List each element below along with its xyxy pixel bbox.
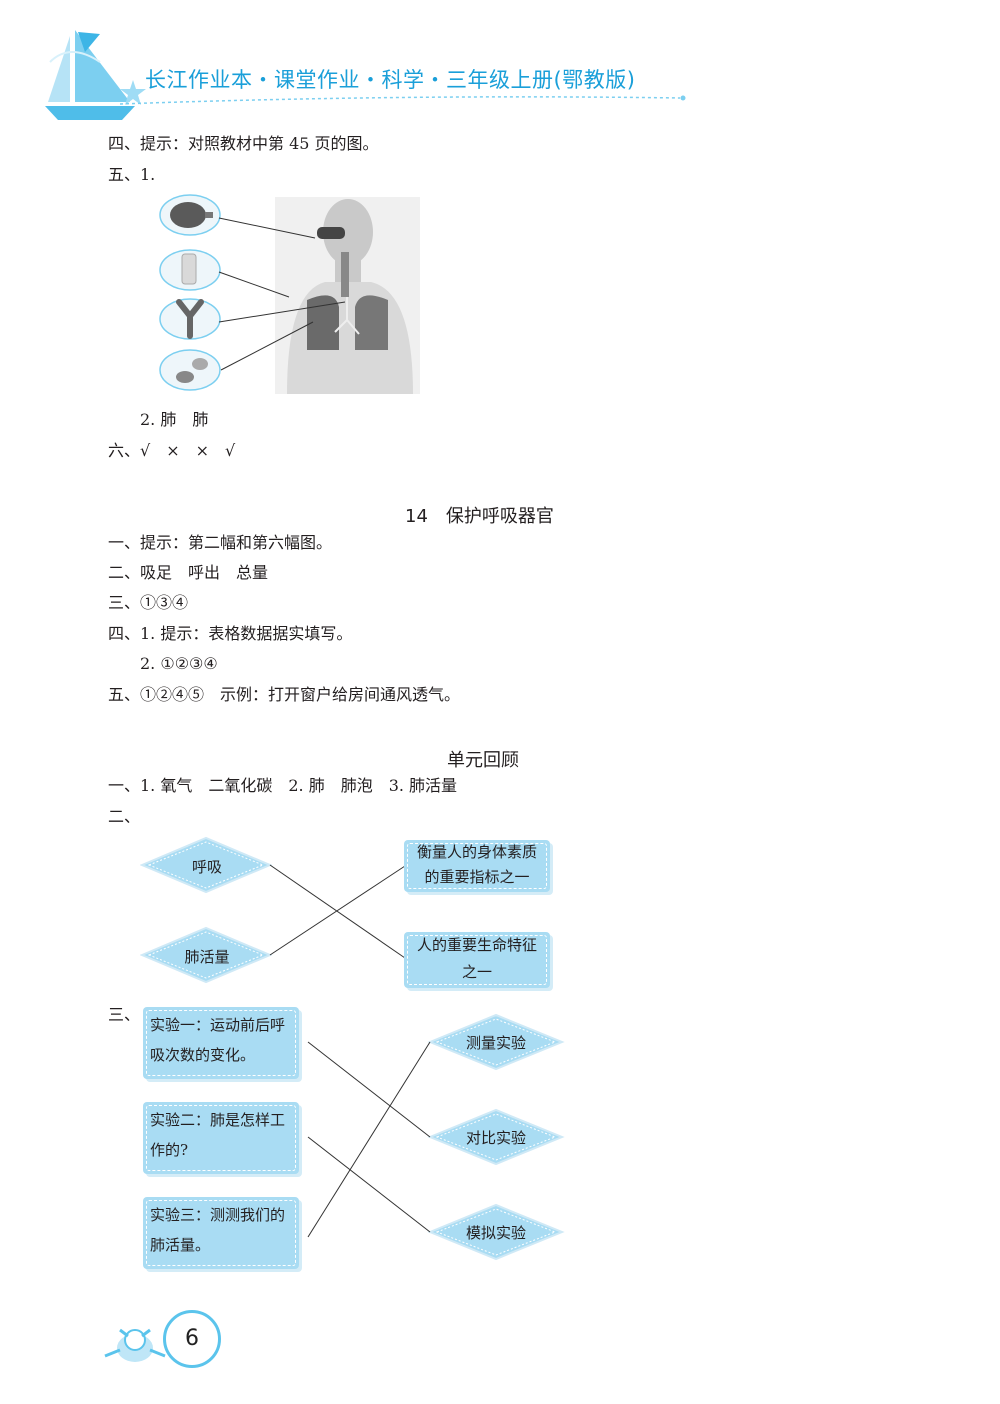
prev-q4: 四、提示：对照教材中第 45 页的图。 [108, 134, 379, 153]
diamond-measurement [427, 1013, 565, 1071]
q3-matching-diagram [307, 1013, 565, 1261]
review-title: 单元回顾 [447, 750, 519, 771]
q2-matching-diagram [140, 836, 406, 984]
lesson14-q4-2: 2. ①②③④ [140, 654, 218, 673]
review-q3-label: 三、 [108, 1005, 141, 1024]
q2-left-1: 肺活量 [184, 948, 230, 966]
q2-right-box-1: 人的重要生命特征之一 [404, 932, 550, 988]
q3-left-box-0: 实验一：运动前后呼吸次数的变化。 [143, 1007, 299, 1079]
sailboat-icon [45, 30, 135, 120]
y-tube-icon [159, 298, 221, 340]
star-icon [120, 80, 146, 105]
lesson14-q1: 一、提示：第二幅和第六幅图。 [108, 533, 333, 552]
header-divider [120, 95, 686, 105]
balloons-icon [159, 349, 221, 391]
q2-left-0: 呼吸 [191, 858, 222, 876]
page-number: 6 [163, 1310, 221, 1368]
q3-right-0: 测量实验 [465, 1034, 526, 1052]
q2-right-box-0: 衡量人的身体素质的重要指标之一 [404, 840, 550, 892]
lesson14-q3: 三、①③④ [108, 593, 189, 612]
balloon-icon [159, 194, 221, 236]
lesson14-q2: 二、吸足 呼出 总量 [108, 563, 269, 582]
diamond-comparison [427, 1108, 565, 1166]
review-q1: 一、1. 氧气 二氧化碳 2. 肺 肺泡 3. 肺活量 [108, 776, 458, 795]
prev-q5-label: 五、1. [108, 165, 156, 184]
lesson14-title: 14 保护呼吸器官 [405, 506, 554, 527]
q3-left-1: 实验二：肺是怎样工作的? [150, 1111, 286, 1159]
q3-left-0: 实验一：运动前后呼吸次数的变化。 [150, 1016, 286, 1064]
q3-right-2: 模拟实验 [465, 1224, 526, 1242]
prev-q5-2: 2. 肺 肺 [140, 410, 209, 429]
mascot-icon [104, 1328, 166, 1362]
diamond-simulation [427, 1203, 565, 1261]
lung-diagram [159, 194, 420, 394]
prev-q6: 六、√ × × √ [108, 441, 236, 460]
q3-right-1: 对比实验 [465, 1129, 526, 1147]
lesson14-q5: 五、①②④⑤ 示例：打开窗户给房间通风透气。 [108, 685, 461, 704]
q3-left-box-2: 实验三：测测我们的肺活量。 [143, 1197, 299, 1269]
q3-left-2: 实验三：测测我们的肺活量。 [150, 1206, 286, 1254]
header-title: 长江作业本・课堂作业・科学・三年级上册(鄂教版) [145, 68, 636, 92]
bottle-icon [159, 249, 221, 291]
q3-left-box-1: 实验二：肺是怎样工作的? [143, 1102, 299, 1174]
q2-right-0: 衡量人的身体素质的重要指标之一 [416, 843, 537, 886]
review-q2-label: 二、 [108, 807, 141, 826]
lesson14-q4-1: 四、1. 提示：表格数据据实填写。 [108, 624, 353, 643]
q2-right-1: 人的重要生命特征之一 [416, 936, 537, 981]
